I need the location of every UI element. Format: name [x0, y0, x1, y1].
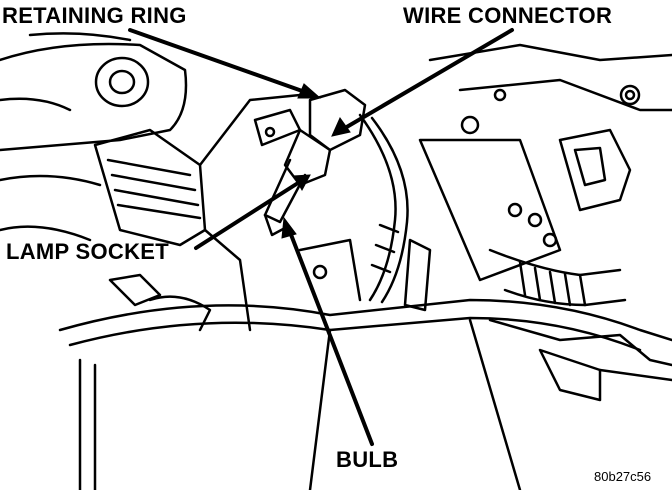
wire-connector-label: WIRE CONNECTOR: [403, 3, 613, 28]
bulb-label: BULB: [336, 447, 399, 472]
air-intake-hose: [488, 248, 627, 307]
leader-wire-connector: [331, 28, 514, 137]
wire-harness: [358, 113, 409, 304]
lower-right-bracket: [488, 318, 672, 402]
leader-retaining-ring: [128, 28, 322, 99]
figure-code: 80b27c56: [594, 469, 652, 484]
lamp-socket-label: LAMP SOCKET: [6, 239, 170, 264]
strut-tower-mount: [0, 32, 188, 152]
lamp-socket-assembly: [253, 88, 367, 237]
center-structure: [198, 93, 432, 332]
leader-bulb: [281, 216, 374, 446]
leader-lamp-socket: [194, 174, 311, 250]
mounting-bolts: [312, 202, 558, 280]
fender-apron: [418, 43, 672, 282]
headlamp-housing: [58, 273, 672, 490]
retaining-ring-label: RETAINING RING: [2, 3, 187, 28]
